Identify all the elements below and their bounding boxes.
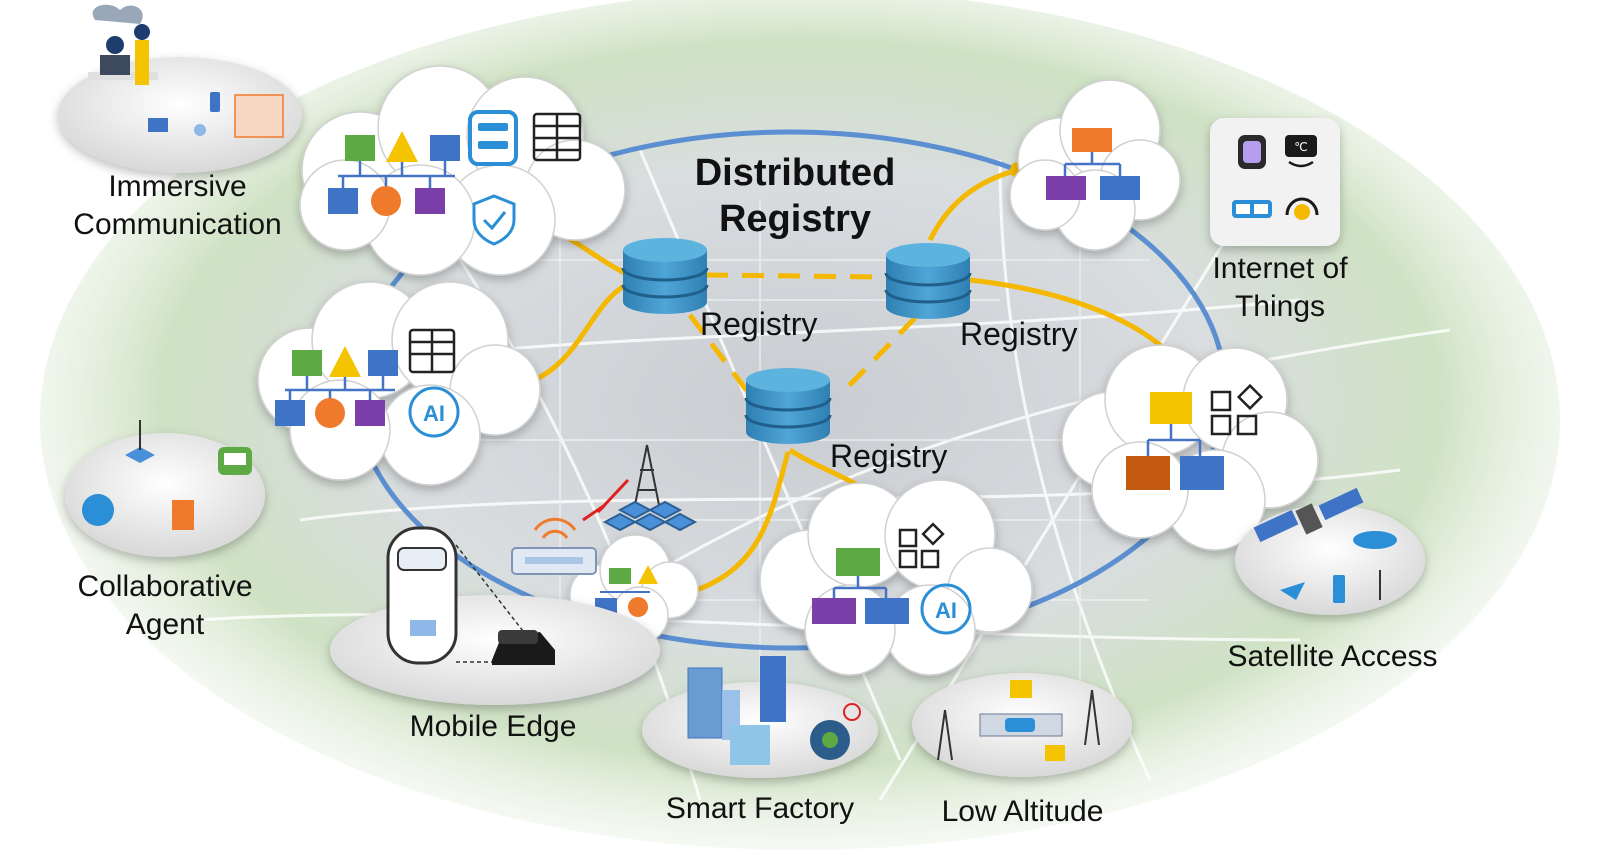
label-immersive-line2: Communication xyxy=(73,208,282,241)
label-iot: Internet of Things xyxy=(1195,250,1365,326)
label-iot-line1: Internet of xyxy=(1212,252,1348,285)
pod-satellite xyxy=(1235,505,1425,615)
title-line-2: Registry xyxy=(718,198,872,240)
headset-icon xyxy=(1285,197,1319,220)
satellite-illustration xyxy=(1253,487,1397,603)
smartwatch-icon xyxy=(1238,135,1266,169)
label-satellite: Satellite Access xyxy=(1227,640,1438,673)
svg-text:℃: ℃ xyxy=(1294,140,1307,154)
topology-tree xyxy=(1126,392,1224,490)
registry-label-2: Registry xyxy=(960,316,1078,352)
pod-immersive xyxy=(58,57,302,173)
diagram-title: Distributed Registry xyxy=(640,150,950,242)
label-collab-line2: Agent xyxy=(125,608,205,641)
lightning-icon xyxy=(582,478,630,522)
title-line-1: Distributed xyxy=(694,152,896,194)
registry-database-1 xyxy=(621,238,709,314)
label-immersive: Immersive Communication xyxy=(60,168,295,244)
registry-database-3 xyxy=(744,368,832,444)
mobile-edge-illustration xyxy=(386,526,555,665)
ai-badge: AI xyxy=(935,598,957,623)
immersive-illustration xyxy=(88,4,284,138)
topology-tree xyxy=(328,131,460,216)
iot-devices: ℃ xyxy=(1232,135,1319,220)
factory-illustration xyxy=(687,656,861,765)
label-low-altitude: Low Altitude xyxy=(941,795,1104,828)
label-smart-factory: Smart Factory xyxy=(665,792,855,825)
registry-label-1: Registry xyxy=(700,306,818,342)
thermometer-icon: ℃ xyxy=(1285,135,1317,168)
low-altitude-illustration xyxy=(937,680,1100,761)
shapes-icon xyxy=(898,522,945,569)
topology-tree xyxy=(812,548,909,624)
shield-check-icon xyxy=(472,194,516,246)
vr-glasses-icon xyxy=(1232,200,1272,218)
topology-tree xyxy=(595,565,658,617)
ai-icon xyxy=(920,583,972,635)
cloud-factory xyxy=(759,479,1033,676)
ai-icon xyxy=(408,386,460,438)
tower-icon xyxy=(602,444,698,532)
label-iot-line2: Things xyxy=(1234,290,1326,323)
label-collab: Collaborative Agent xyxy=(65,568,265,644)
rack-icon xyxy=(532,112,582,162)
topology-tree xyxy=(1046,128,1140,200)
collab-illustration xyxy=(82,420,252,530)
server-icon xyxy=(468,110,518,166)
label-mobile-edge: Mobile Edge xyxy=(409,710,577,743)
label-immersive-line1: Immersive xyxy=(108,170,247,203)
topology-tree xyxy=(275,346,398,428)
shapes-icon xyxy=(1210,383,1264,436)
rack-icon xyxy=(408,328,456,374)
pod-iot xyxy=(1210,118,1340,246)
registry-label-3: Registry xyxy=(830,438,948,474)
pod-mobile-edge xyxy=(330,595,660,705)
registry-database-2 xyxy=(884,243,972,319)
pod-collab xyxy=(65,433,265,557)
label-collab-line1: Collaborative xyxy=(77,570,253,603)
router-icon xyxy=(511,517,597,575)
ai-badge: AI xyxy=(423,401,445,426)
